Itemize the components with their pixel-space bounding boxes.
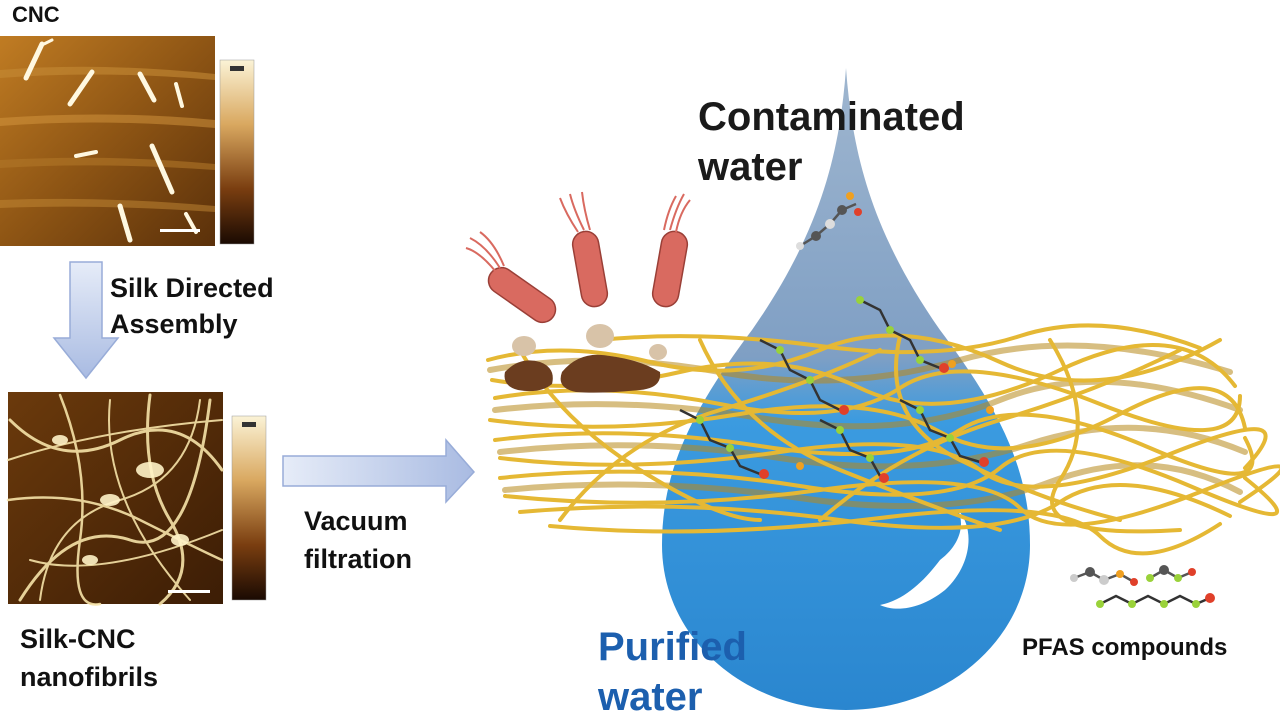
label-purified-water: Purified water	[598, 622, 747, 722]
label-pfas-compounds: PFAS compounds	[1022, 634, 1228, 661]
label-step1-line2: Assembly	[110, 309, 238, 339]
dirt-particles	[504, 324, 667, 393]
label-step2-line1: Vacuum	[304, 506, 408, 536]
label-cnc: CNC	[12, 2, 60, 27]
label-contaminated-line1: Contaminated	[698, 95, 965, 139]
scale-bar	[160, 229, 200, 232]
afm-colorbar-silk-cnc	[231, 415, 267, 601]
water-drop-icon	[662, 68, 1030, 710]
scale-bar-2	[168, 590, 210, 593]
afm-colorbar-cnc	[219, 59, 255, 245]
pfas-molecules-captured	[679, 296, 994, 483]
afm-image-silk-cnc	[6, 392, 224, 606]
bacterium-icon-3	[651, 193, 691, 308]
label-silk-cnc-line1: Silk-CNC	[20, 624, 136, 654]
bacterium-icon-2	[559, 191, 609, 308]
pfas-molecule-icon	[1070, 565, 1215, 608]
label-vacuum-filtration: Vacuum filtration	[304, 502, 412, 578]
label-silk-cnc-line2: nanofibrils	[20, 662, 159, 692]
label-silk-directed-assembly: Silk Directed Assembly	[110, 270, 274, 342]
label-contaminated-line2: water	[698, 145, 803, 189]
label-silk-cnc-nanofibrils: Silk-CNC nanofibrils	[20, 620, 158, 696]
afm-image-cnc	[0, 36, 215, 246]
label-step1-line1: Silk Directed	[110, 273, 274, 303]
label-contaminated-water: Contaminated water	[698, 92, 965, 192]
label-step2-line2: filtration	[304, 544, 412, 574]
label-purified-line1: Purified	[598, 625, 747, 669]
arrow-right-icon	[282, 438, 476, 504]
bacterium-icon	[465, 231, 557, 324]
label-purified-line2: water	[598, 675, 703, 719]
pfas-molecule-in-water	[796, 192, 862, 250]
arrow-down-icon	[52, 261, 120, 380]
